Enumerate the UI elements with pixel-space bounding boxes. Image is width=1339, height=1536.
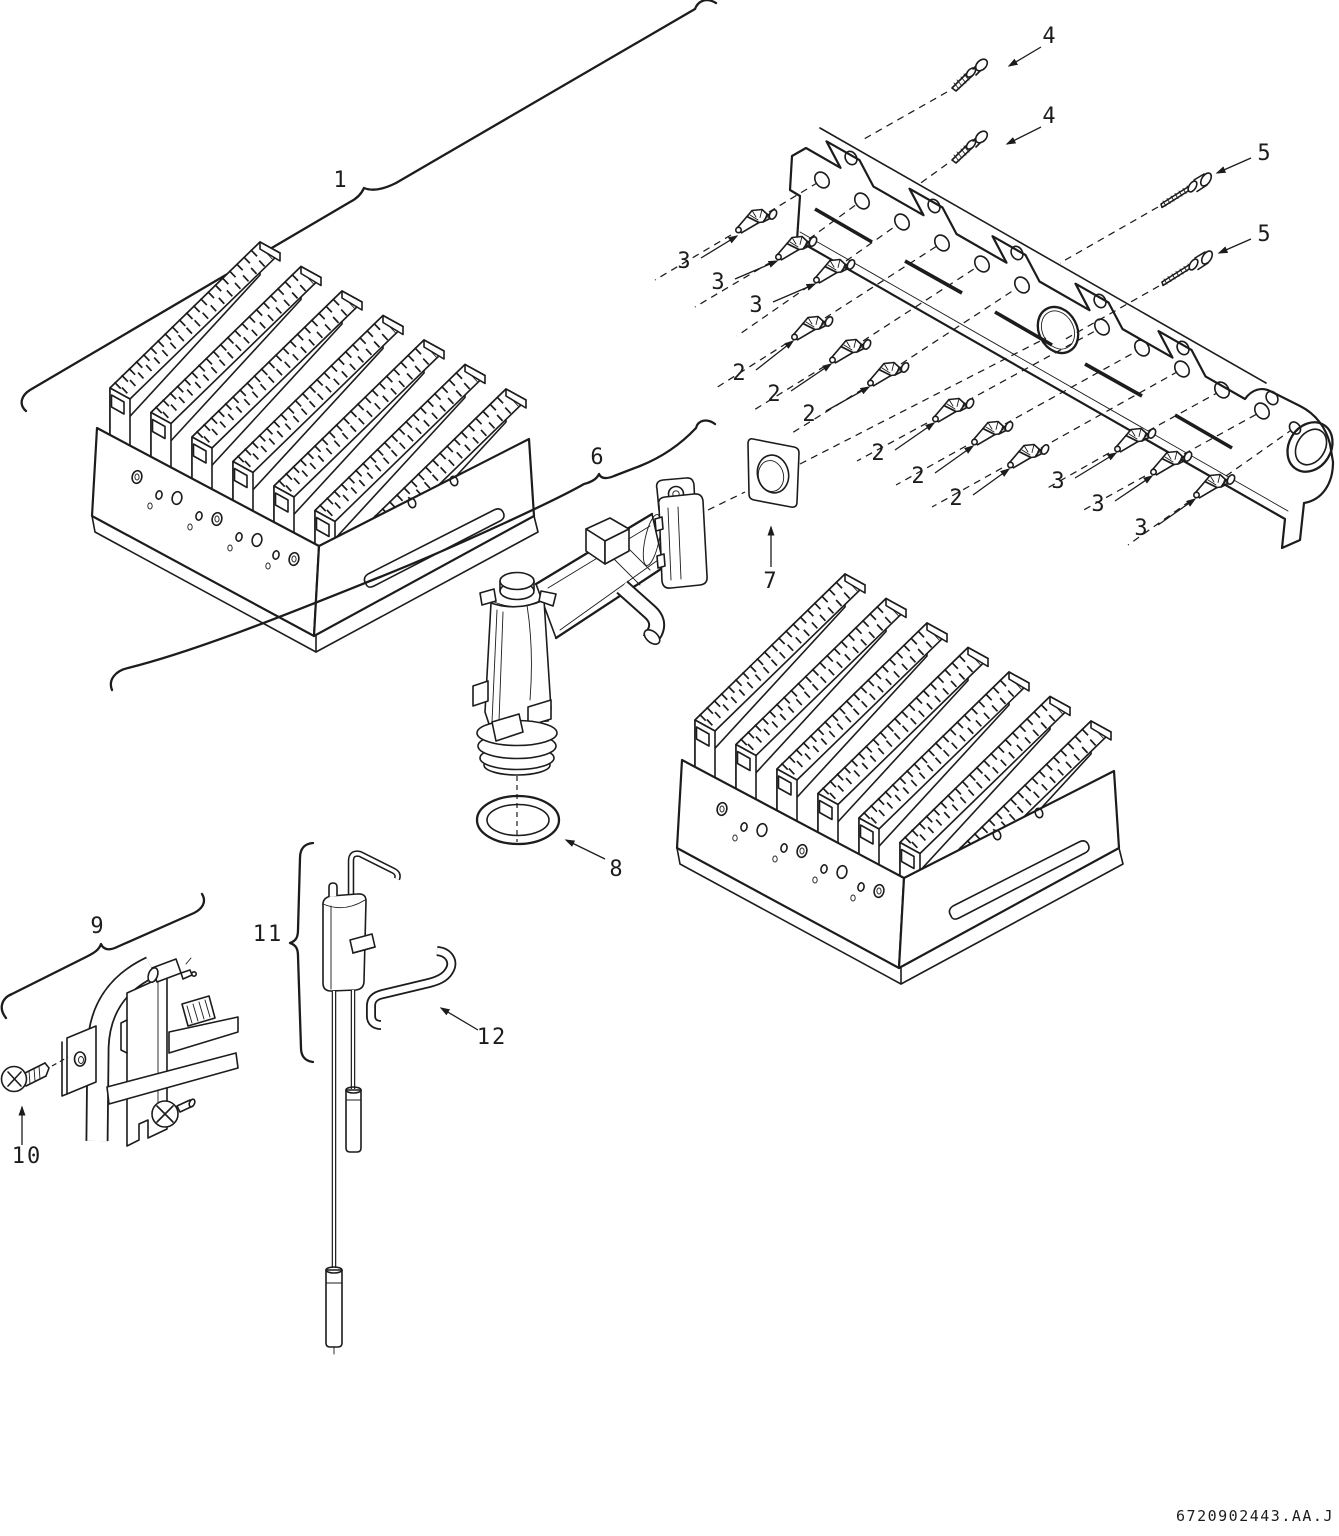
callout-2a: 2: [732, 361, 747, 386]
electrode-tip-short: [345, 1089, 362, 1153]
callout-2b: 2: [767, 382, 782, 407]
self-tapping-screw-2: [951, 128, 991, 164]
document-code: 6720902443.AA.J: [1176, 1507, 1334, 1525]
machine-screw-2: [1161, 248, 1216, 287]
callout-3e: 3: [1091, 492, 1106, 517]
callout-3f: 3: [1134, 516, 1149, 541]
callout-arrows: [18, 46, 1252, 1145]
callout-3b: 3: [711, 270, 726, 295]
callout-6: 6: [590, 445, 605, 470]
callout-11: 11: [253, 922, 284, 947]
screw-10: [0, 1056, 69, 1093]
callout-2e: 2: [911, 464, 926, 489]
callout-brace-11: [288, 841, 315, 1064]
callout-9: 9: [90, 914, 105, 939]
valve-outlet-flange: [657, 493, 708, 589]
callout-2d: 2: [871, 441, 886, 466]
gas-valve-assembly: [472, 477, 708, 776]
o-ring: [475, 794, 561, 846]
callout-2f: 2: [949, 486, 964, 511]
callout-labels: 1 3 3 3 2 2 2 2 2 2 3 3 3 4 4 5 5 6 7 8 …: [12, 24, 1272, 1169]
burner-assembly-left: [92, 242, 538, 652]
sensor-electrode-assembly: [322, 850, 401, 1355]
machine-screw-1: [1160, 170, 1215, 209]
callout-12: 12: [477, 1025, 508, 1050]
callout-4a: 4: [1042, 24, 1057, 49]
callout-3d: 3: [1051, 469, 1066, 494]
callout-2c: 2: [802, 402, 817, 427]
burner-assembly-right: [677, 574, 1123, 984]
callout-3a: 3: [677, 249, 692, 274]
callout-brace-9: [0, 892, 206, 1020]
self-tapping-screw-1: [951, 56, 991, 92]
callout-1: 1: [333, 168, 348, 193]
ribbed-connector: [181, 995, 216, 1027]
callout-8: 8: [609, 857, 624, 882]
callout-brace-1: [20, 0, 718, 413]
callout-4b: 4: [1042, 104, 1057, 129]
rail-gas-inlet-boss: [1286, 421, 1334, 473]
electrode-tip-long: [325, 1269, 343, 1348]
injector-seat-holes: [813, 171, 1302, 435]
gasket: [747, 438, 800, 508]
callout-10: 10: [12, 1144, 43, 1169]
retaining-clip: [366, 946, 457, 1030]
electrode-body: [322, 893, 367, 992]
ignition-electrode-assembly: [61, 956, 239, 1147]
callout-5a: 5: [1257, 141, 1272, 166]
mounting-plate: [66, 1025, 97, 1095]
callout-brace-6: [109, 419, 717, 692]
callout-7: 7: [763, 569, 778, 594]
callout-5b: 5: [1257, 222, 1272, 247]
callout-3c: 3: [749, 293, 764, 318]
